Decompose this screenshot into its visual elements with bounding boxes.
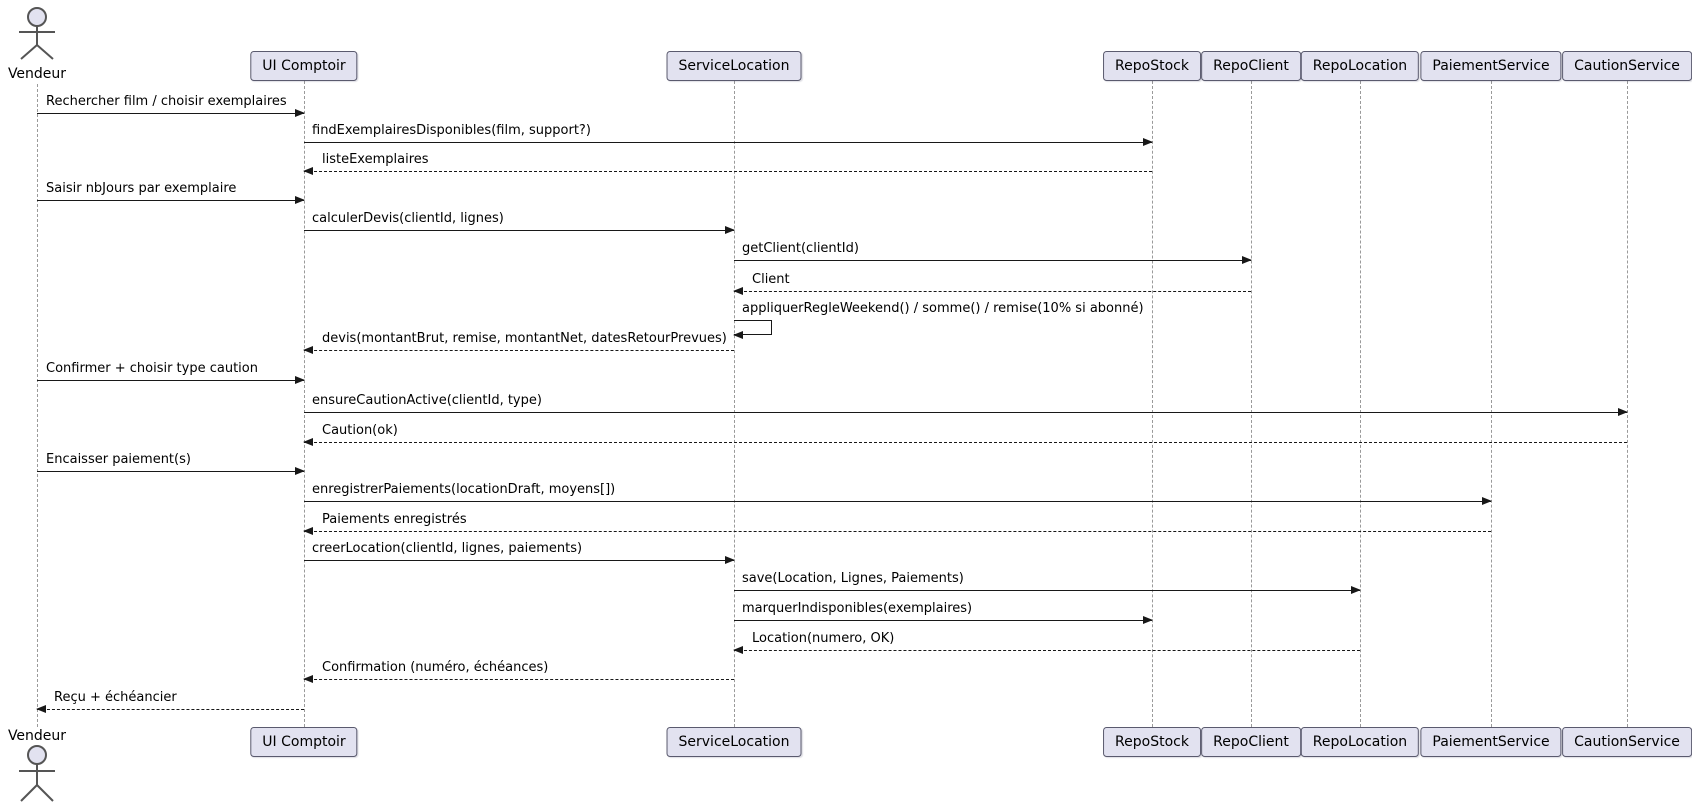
arrowhead-left-icon xyxy=(303,675,313,683)
participant-top-ui-comptoir: UI Comptoir xyxy=(250,51,358,81)
participant-bottom-paiementservice: PaiementService xyxy=(1420,727,1562,757)
participant-bottom-repostock: RepoStock xyxy=(1103,727,1201,757)
message-15-line xyxy=(303,527,1491,535)
participant-bottom-repoclient: RepoClient xyxy=(1201,727,1301,757)
message-9-line xyxy=(303,346,734,354)
arrowhead-left-icon xyxy=(303,346,313,354)
arrowhead-right-icon xyxy=(1143,138,1153,146)
message-5-line xyxy=(304,226,735,234)
message-6-label: getClient(clientId) xyxy=(742,241,859,256)
message-10-label: Confirmer + choisir type caution xyxy=(46,361,258,376)
message-4-label: Saisir nbJours par exemplaire xyxy=(46,181,237,196)
message-20-label: Confirmation (numéro, échéances) xyxy=(322,660,549,675)
message-2-line xyxy=(304,138,1153,146)
message-1-line xyxy=(37,109,305,117)
arrowhead-left-icon xyxy=(36,705,46,713)
message-16-label: creerLocation(clientId, lignes, paiement… xyxy=(312,541,583,556)
lifeline-ui-comptoir xyxy=(304,81,305,727)
participant-bottom-ui-comptoir: UI Comptoir xyxy=(250,727,358,757)
message-19-line xyxy=(733,646,1360,654)
participant-top-repoclient: RepoClient xyxy=(1201,51,1301,81)
message-9-label: devis(montantBrut, remise, montantNet, d… xyxy=(322,331,727,346)
arrowhead-right-icon xyxy=(295,467,305,475)
message-5-label: calculerDevis(clientId, lignes) xyxy=(312,211,504,226)
message-18-label: marquerIndisponibles(exemplaires) xyxy=(742,601,973,616)
arrowhead-right-icon xyxy=(1482,497,1492,505)
lifeline-repostock xyxy=(1152,81,1153,727)
message-20-line xyxy=(303,675,734,683)
lifeline-cautionservice xyxy=(1627,81,1628,727)
actor-label-top: Vendeur xyxy=(7,66,67,82)
message-6-line xyxy=(734,256,1252,264)
message-13-line xyxy=(37,467,305,475)
arrowhead-left-icon xyxy=(733,646,743,654)
participant-top-repolocation: RepoLocation xyxy=(1300,51,1420,81)
participant-top-paiementservice: PaiementService xyxy=(1420,51,1562,81)
message-2-label: findExemplairesDisponibles(film, support… xyxy=(312,123,591,138)
arrowhead-right-icon xyxy=(1143,616,1153,624)
arrowhead-left-icon xyxy=(303,167,313,175)
arrowhead-left-icon xyxy=(733,331,743,339)
message-21-label: Reçu + échéancier xyxy=(54,690,177,705)
message-10-line xyxy=(37,376,305,384)
message-16-line xyxy=(304,556,735,564)
message-19-label: Location(numero, OK) xyxy=(752,631,895,646)
message-14-label: enregistrerPaiements(locationDraft, moye… xyxy=(312,482,616,497)
participant-top-repostock: RepoStock xyxy=(1103,51,1201,81)
message-14-line xyxy=(304,497,1492,505)
arrowhead-left-icon xyxy=(733,287,743,295)
message-11-line xyxy=(304,408,1628,416)
arrowhead-right-icon xyxy=(725,556,735,564)
lifeline-paiementservice xyxy=(1491,81,1492,727)
arrowhead-left-icon xyxy=(303,527,313,535)
message-3-label: listeExemplaires xyxy=(322,152,429,167)
lifeline-servicelocation xyxy=(734,81,735,727)
message-18-line xyxy=(734,616,1153,624)
message-1-label: Rechercher film / choisir exemplaires xyxy=(46,94,287,109)
message-8-self-loop xyxy=(733,320,772,339)
message-12-line xyxy=(303,438,1627,446)
message-13-label: Encaisser paiement(s) xyxy=(46,452,191,467)
message-15-label: Paiements enregistrés xyxy=(322,512,467,527)
actor-label-bottom: Vendeur xyxy=(7,728,67,744)
message-12-label: Caution(ok) xyxy=(322,423,398,438)
message-7-label: Client xyxy=(752,272,790,287)
participant-bottom-repolocation: RepoLocation xyxy=(1300,727,1420,757)
arrowhead-right-icon xyxy=(1351,586,1361,594)
actor-icon xyxy=(19,745,55,802)
actor-icon xyxy=(19,7,55,60)
arrowhead-right-icon xyxy=(1618,408,1628,416)
participant-bottom-cautionservice: CautionService xyxy=(1562,727,1692,757)
lifeline-repolocation xyxy=(1360,81,1361,727)
participant-top-cautionservice: CautionService xyxy=(1562,51,1692,81)
message-17-line xyxy=(734,586,1361,594)
arrowhead-right-icon xyxy=(725,226,735,234)
message-11-label: ensureCautionActive(clientId, type) xyxy=(312,393,542,408)
message-7-line xyxy=(733,287,1251,295)
participant-top-servicelocation: ServiceLocation xyxy=(666,51,802,81)
arrowhead-right-icon xyxy=(295,376,305,384)
arrowhead-right-icon xyxy=(295,109,305,117)
arrowhead-right-icon xyxy=(1242,256,1252,264)
lifeline-repoclient xyxy=(1251,81,1252,727)
lifeline-vendeur xyxy=(37,84,38,727)
message-8-label: appliquerRegleWeekend() / somme() / remi… xyxy=(742,301,1144,316)
message-3-line xyxy=(303,167,1152,175)
message-21-line xyxy=(36,705,304,713)
arrowhead-left-icon xyxy=(303,438,313,446)
message-4-line xyxy=(37,196,305,204)
message-17-label: save(Location, Lignes, Paiements) xyxy=(742,571,964,586)
participant-bottom-servicelocation: ServiceLocation xyxy=(666,727,802,757)
arrowhead-right-icon xyxy=(295,196,305,204)
